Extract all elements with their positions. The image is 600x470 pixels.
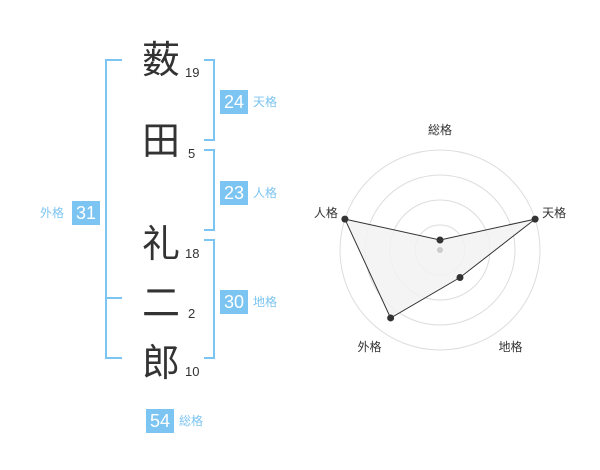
stroke-count-3: 18 [185,246,200,261]
soukaku-badge: 54 [146,409,174,433]
stroke-count-4: 2 [188,306,196,321]
gaikaku-label: 外格 [40,206,65,220]
name-char-1: 薮 [141,38,180,82]
radar-point-2 [456,274,464,282]
radar-axis-label-3: 外格 [357,339,381,354]
radar-axis-label-0: 総格 [428,122,452,137]
gaikaku-bracket [105,59,122,359]
tenkaku-badge: 24 [220,90,248,114]
stroke-count-2: 5 [188,146,196,161]
tenkaku-bracket [204,59,215,141]
name-char-2: 田 [141,119,180,163]
radar-point-4 [341,215,349,223]
chikaku-label: 地格 [253,295,278,309]
name-char-5: 郎 [141,341,180,385]
chikaku-bracket [204,239,215,359]
radar-axis-label-4: 人格 [314,205,338,220]
name-char-3: 礼 [141,222,180,266]
stroke-count-1: 19 [185,65,200,80]
name-char-4: 二 [141,281,180,325]
radar-center-dot [437,247,443,253]
radar-point-0 [436,236,444,244]
chikaku-badge: 30 [220,290,248,314]
radar-point-3 [387,314,395,322]
stroke-count-5: 10 [185,364,200,379]
gaikaku-badge: 31 [72,201,100,225]
soukaku-label: 総格 [179,414,204,428]
tenkaku-label: 天格 [253,95,278,109]
radar-axis-label-2: 地格 [498,339,522,354]
jinkaku-bracket [204,149,215,231]
jinkaku-badge: 23 [220,181,248,205]
jinkaku-label: 人格 [253,186,278,200]
radar-point-1 [531,215,539,223]
radar-axis-label-1: 天格 [542,205,566,220]
radar-polygon [344,218,536,319]
radar-ring [339,149,541,351]
